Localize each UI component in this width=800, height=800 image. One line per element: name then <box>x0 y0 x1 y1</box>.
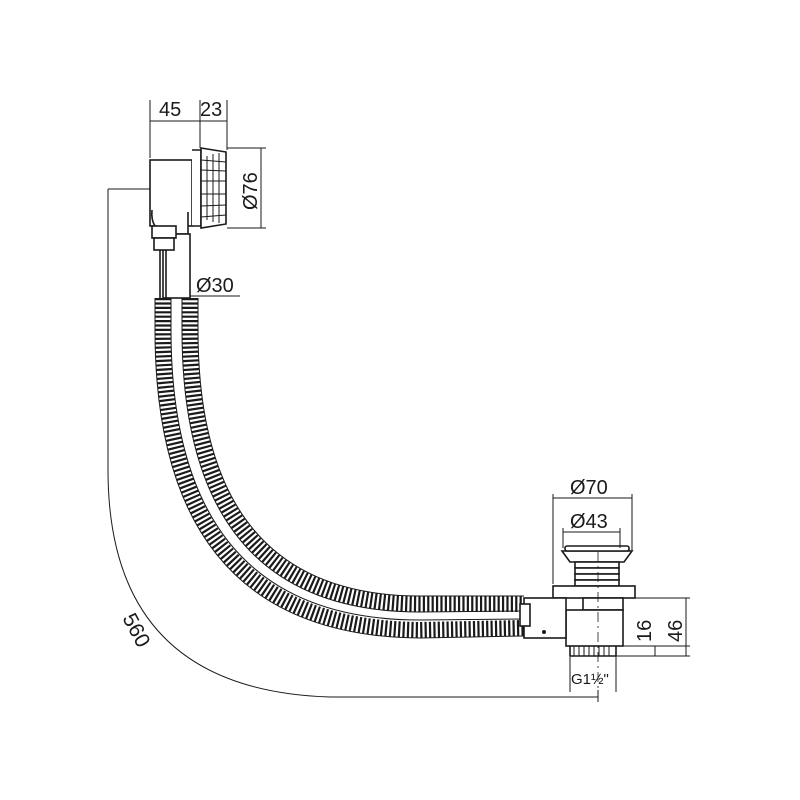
waste-unit <box>519 545 636 690</box>
dim-diameter-30: Ø30 <box>196 275 234 297</box>
dim-46: 46 <box>665 620 687 642</box>
corrugated-hose <box>154 298 525 639</box>
dim-45: 45 <box>159 99 181 121</box>
overflow-unit <box>149 147 227 299</box>
dim-diameter-43: Ø43 <box>570 511 608 533</box>
dim-diameter-76: Ø76 <box>240 172 262 210</box>
dim-diameter-70: Ø70 <box>570 477 608 499</box>
dim-16: 16 <box>634 620 656 642</box>
dim-thread: G1½" <box>571 671 609 688</box>
dim-length-560: 560 <box>118 610 155 652</box>
dim-23: 23 <box>200 99 222 121</box>
dimension-lines <box>107 100 690 702</box>
